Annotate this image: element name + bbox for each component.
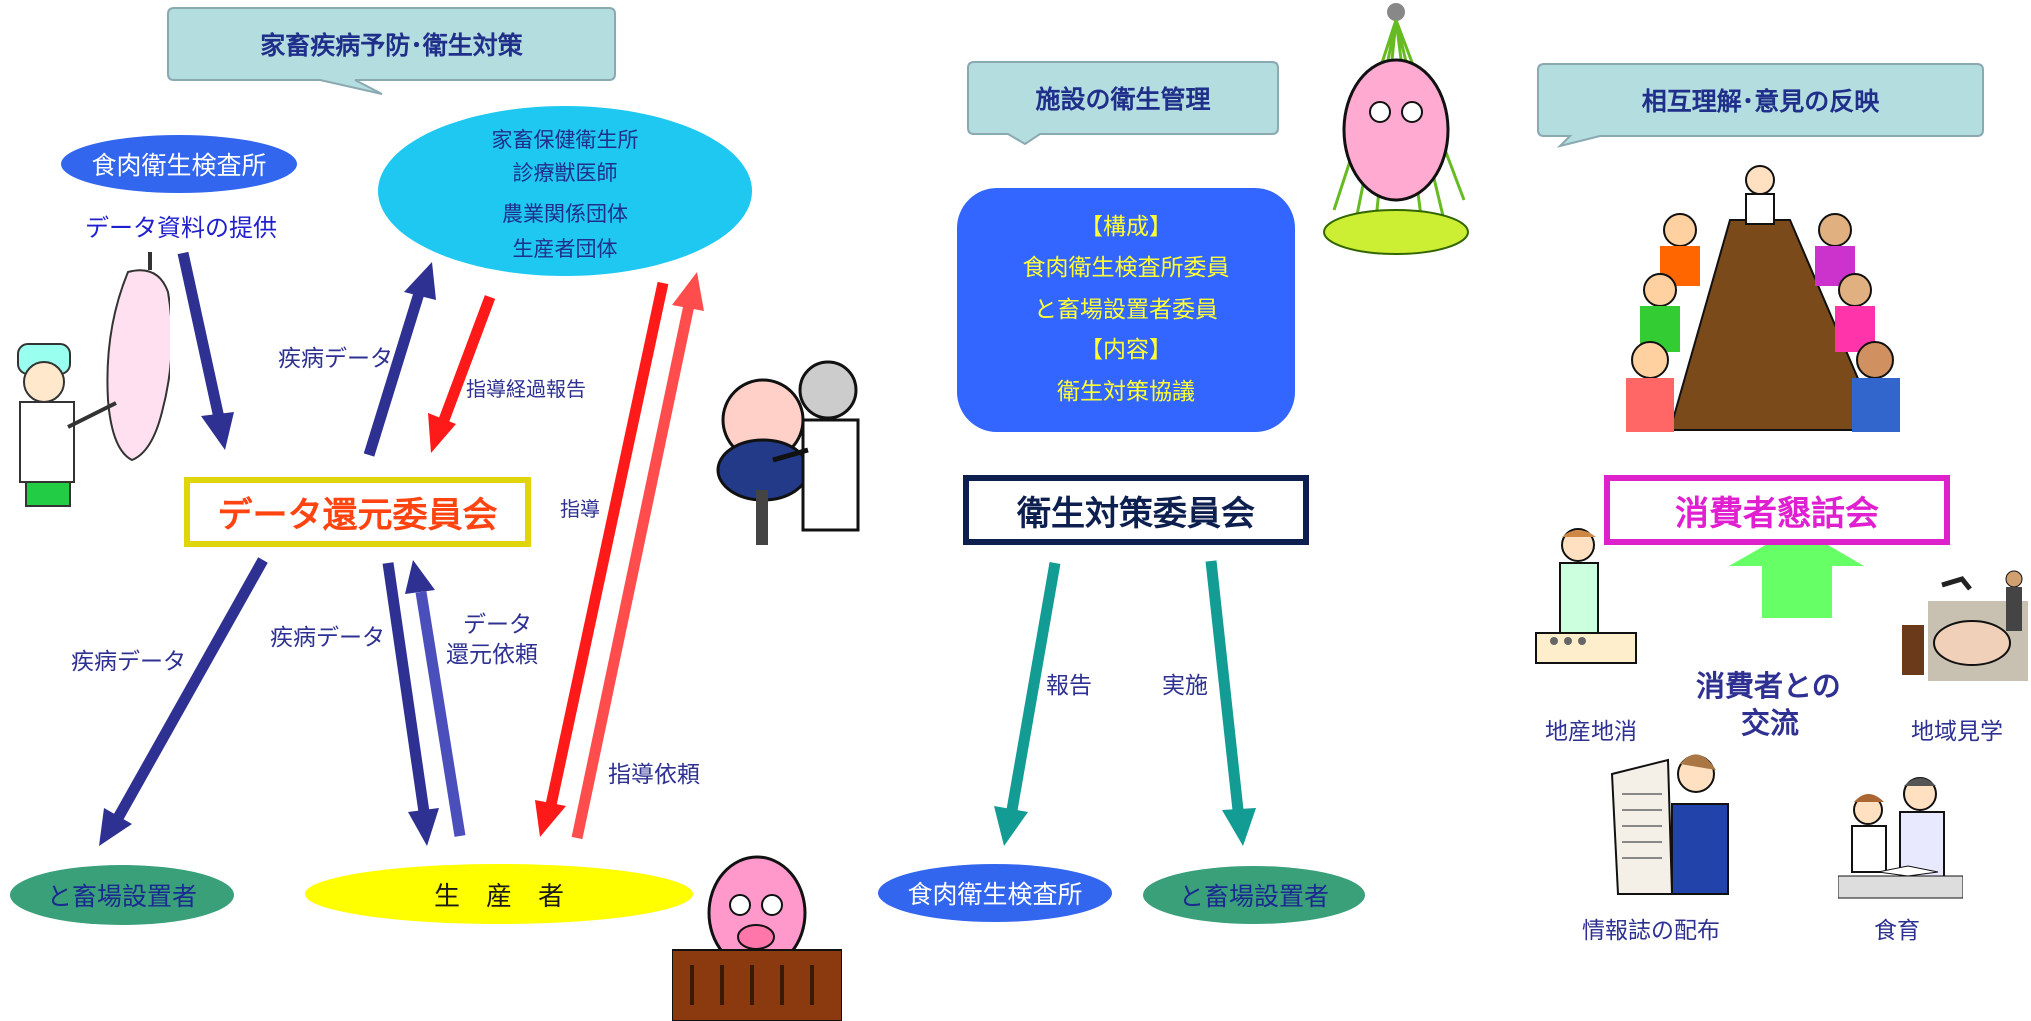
data-provision-label: データ資料の提供 (85, 214, 277, 242)
label-data: データ (463, 612, 532, 638)
label-guidance-request: 指導依頼 (608, 762, 700, 788)
callout-bubble-left (167, 7, 616, 95)
arrow-head (405, 560, 435, 594)
stakeholder-agricultural-groups: 農業関係団体 (502, 202, 628, 226)
callout-prevention: 家畜疾病予防･衛生対策 (260, 31, 523, 60)
label-disease-data-down: 疾病データ (270, 625, 385, 651)
arrow-head (408, 808, 439, 846)
exchange-label-line2: 交流 (1741, 706, 1800, 740)
stakeholder-veterinarian: 診療獣医師 (512, 161, 618, 185)
inspector-with-carcass-icon (17, 252, 170, 507)
label-disease-data-up: 疾病データ (278, 346, 393, 372)
inspection-office-node: 食肉衛生検査所 (61, 135, 297, 193)
reading-newspaper-icon (1610, 754, 1729, 895)
label-implement: 実施 (1162, 673, 1208, 699)
activity-local-production: 地産地消 (1545, 719, 1637, 745)
label-report: 報告 (1046, 673, 1092, 699)
arrow-data-return-request (415, 591, 466, 837)
arrow-disease-data-down (382, 562, 430, 813)
callout-bubble-right (1537, 63, 1984, 148)
arrow-disease-data-up (363, 288, 426, 457)
pig-in-shower-icon (1323, 3, 1469, 255)
producer-node: 生 産 者 (305, 864, 693, 924)
inspection-office-node-middle: 食肉衛生検査所 (878, 864, 1112, 922)
data-return-committee: データ還元委員会 (184, 477, 531, 547)
arrow-exchange-up-shaft (1762, 562, 1832, 618)
info-slaughterhouse-member: と畜場設置者委員 (1034, 297, 1218, 323)
meeting-table-icon (1626, 165, 1900, 432)
label-guidance-progress: 指導経過報告 (466, 377, 586, 401)
arrow-head (672, 272, 704, 311)
arrow-report (1006, 562, 1061, 811)
parent-child-reading-icon (1838, 777, 1963, 899)
slaughterhouse-node-middle: と畜場設置者 (1143, 866, 1365, 924)
arrow-disease-data-left (113, 557, 268, 821)
label-guidance: 指導 (560, 497, 600, 521)
arrow-head (428, 413, 456, 453)
arrow-data-provision (177, 251, 225, 420)
arrow-implement (1205, 560, 1244, 811)
callout-bubble-middle (967, 61, 1279, 146)
label-return-request: 還元依頼 (446, 642, 538, 668)
activity-newsletter: 情報誌の配布 (1582, 918, 1720, 944)
arrow-head (201, 412, 234, 450)
info-composition-heading: 【構成】 (1080, 214, 1172, 240)
activity-area-tour: 地域見学 (1911, 719, 2003, 745)
arrow-head (535, 800, 566, 837)
vet-examining-pig-icon (716, 360, 860, 545)
arrow-head (1222, 808, 1256, 846)
arrow-exchange-up-head (1729, 527, 1864, 566)
callout-mutual-understanding: 相互理解･意見の反映 (1641, 87, 1880, 116)
arrow-guidance (545, 281, 669, 807)
arrow-guidance-progress (438, 295, 496, 422)
arrow-guidance-request (571, 303, 695, 840)
stakeholders-node: 家畜保健衛生所 診療獣医師 農業関係団体 生産者団体 (378, 106, 752, 276)
stakeholder-livestock-health-center: 家畜保健衛生所 (491, 128, 639, 152)
info-hygiene-discussion: 衛生対策協議 (1057, 379, 1195, 405)
cook-icon (1535, 528, 1637, 664)
callout-facility-hygiene: 施設の衛生管理 (1035, 85, 1211, 114)
info-inspection-member: 食肉衛生検査所委員 (1022, 255, 1230, 281)
consumer-meeting: 消費者懇話会 (1604, 475, 1950, 545)
arrow-head (404, 262, 436, 300)
pig-in-pen-icon (672, 855, 842, 1021)
stakeholder-producer-groups: 生産者団体 (512, 237, 618, 261)
info-content-heading: 【内容】 (1080, 337, 1172, 363)
arrow-head (99, 808, 132, 846)
farmer-with-cattle-icon (1902, 570, 2028, 681)
exchange-label-line1: 消費者との (1696, 669, 1841, 703)
committee-info-box: 【構成】 食肉衛生検査所委員 と畜場設置者委員 【内容】 衛生対策協議 (957, 188, 1295, 432)
slaughterhouse-node-left: と畜場設置者 (10, 865, 234, 925)
arrow-head (994, 806, 1028, 846)
activity-food-education: 食育 (1874, 918, 1920, 944)
hygiene-committee: 衛生対策委員会 (963, 475, 1309, 545)
label-disease-data-left: 疾病データ (71, 649, 186, 675)
